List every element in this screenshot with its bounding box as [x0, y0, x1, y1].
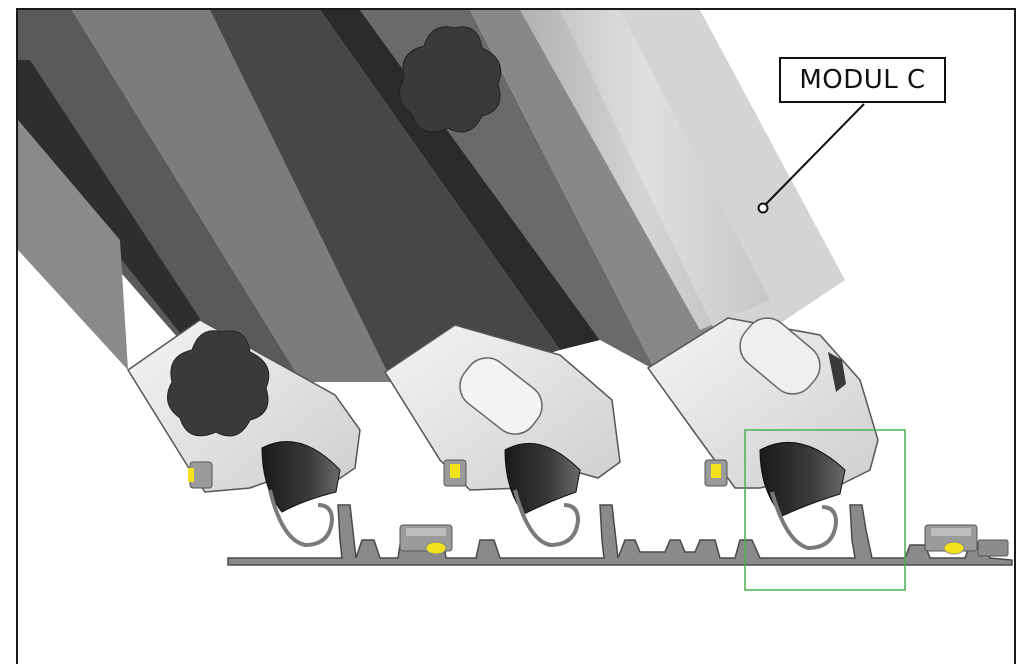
module-a-profile-left [18, 120, 128, 370]
rail-connector-right [924, 524, 978, 555]
hook-module-b [513, 489, 581, 548]
hook-module-a [268, 489, 335, 548]
module-c-glass-tube [520, 10, 770, 330]
module-c-bracket [646, 317, 879, 489]
module-a-profile-dark [18, 10, 302, 418]
rail-bolt-end [977, 539, 1009, 557]
roller-module-b [504, 442, 581, 515]
bolt-module-c [704, 459, 728, 487]
roller-module-a [261, 441, 341, 513]
roller-module-c [759, 441, 846, 517]
bolt-module-b [443, 459, 467, 487]
callout-anchor-dot [757, 202, 769, 214]
star-knob-top [399, 26, 502, 133]
callout-label: MODUL C [799, 65, 926, 95]
module-a-profile-mid [72, 10, 392, 382]
star-knob-module-a [167, 330, 270, 437]
callout-leader-line [765, 103, 865, 205]
module-b-profile-strip [320, 10, 600, 350]
hook-module-c [770, 491, 839, 551]
module-b-slot [459, 357, 543, 435]
module-c-profile [470, 10, 728, 370]
bolt-module-a [188, 461, 213, 489]
base-rail [227, 504, 1013, 566]
module-c-slot [739, 317, 821, 395]
rail-connector-left [399, 524, 453, 555]
module-b-profile-dark [210, 10, 560, 382]
callout-box: MODUL C [779, 57, 946, 103]
knob-module-c-side [828, 352, 846, 392]
detail-highlight-box [744, 429, 906, 591]
